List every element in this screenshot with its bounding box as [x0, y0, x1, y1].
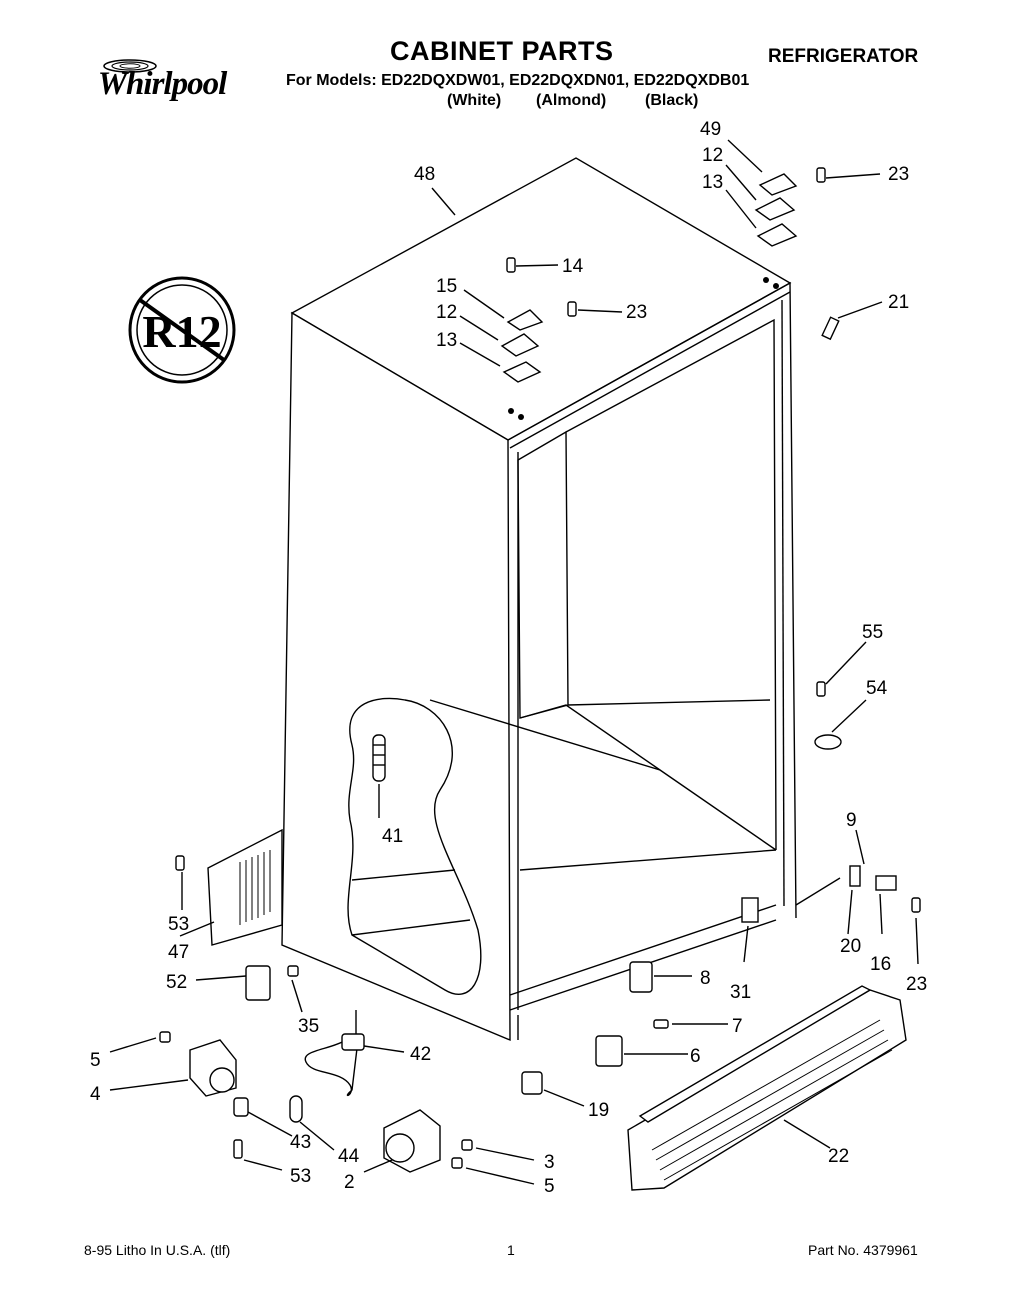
callout-44: 44: [338, 1146, 360, 1167]
callout-6: 6: [690, 1046, 701, 1067]
callout-53-left: 53: [168, 914, 189, 935]
lower-center-parts-icon: [383, 961, 669, 1173]
callout-labels: 49 12 13 23 48 14 15 12 13 23 21 55 54 4…: [90, 119, 927, 1197]
callout-52: 52: [166, 972, 187, 993]
right-bracket-parts-icon: [741, 681, 921, 923]
callout-35: 35: [298, 1016, 319, 1037]
callout-13-left: 13: [436, 330, 457, 351]
callout-43: 43: [290, 1132, 311, 1153]
whirlpool-logo: Whirlpool: [82, 58, 242, 104]
page-title: CABINET PARTS: [390, 36, 614, 66]
callout-8: 8: [700, 968, 711, 989]
callout-16: 16: [870, 954, 891, 975]
leader-lines: [109, 139, 919, 1185]
logo-swirl-icon: [103, 59, 157, 73]
callout-15: 15: [436, 276, 457, 297]
lower-left-parts-icon: [159, 855, 365, 1159]
callout-5-bottom: 5: [544, 1176, 555, 1197]
product-category: REFRIGERATOR: [768, 46, 919, 67]
brand-wordmark: Whirlpool: [97, 66, 228, 102]
callout-12-right: 12: [702, 145, 723, 166]
rear-panel-icon: [207, 828, 283, 946]
drain-tube-icon: [372, 734, 386, 782]
callout-2: 2: [344, 1172, 355, 1193]
callout-23-bottom: 23: [906, 974, 927, 995]
page-number: 1: [507, 1242, 515, 1258]
callout-20: 20: [840, 936, 861, 957]
callout-42: 42: [410, 1044, 431, 1065]
callout-53-bottom: 53: [290, 1166, 311, 1187]
upper-hinge-left-icon: [500, 257, 577, 420]
variant-white: (White): [447, 92, 502, 109]
callout-3: 3: [544, 1152, 555, 1173]
callout-21: 21: [888, 292, 909, 313]
variant-black: (Black): [645, 92, 699, 109]
variant-almond: (Almond): [536, 92, 607, 109]
models-line: For Models: ED22DQXDW01, ED22DQXDN01, ED…: [286, 72, 750, 89]
callout-49: 49: [700, 119, 721, 140]
no-r12-badge: R12: [128, 276, 236, 384]
callout-23-top: 23: [888, 164, 909, 185]
callout-22: 22: [828, 1146, 849, 1167]
upper-hinge-right-icon: [754, 167, 840, 341]
callout-5-left: 5: [90, 1050, 101, 1071]
print-info: 8-95 Litho In U.S.A. (tlf): [84, 1242, 231, 1258]
callout-47: 47: [168, 942, 189, 963]
callout-19: 19: [588, 1100, 609, 1121]
callout-23-mid: 23: [626, 302, 647, 323]
toe-grille-icon: [627, 985, 907, 1191]
callout-14: 14: [562, 256, 584, 277]
callout-4: 4: [90, 1084, 101, 1105]
callout-41: 41: [382, 826, 403, 847]
callout-48: 48: [414, 164, 435, 185]
part-number: Part No. 4379961: [808, 1242, 918, 1258]
callout-55: 55: [862, 622, 883, 643]
callout-12-left: 12: [436, 302, 457, 323]
callout-13-right: 13: [702, 172, 723, 193]
callout-54: 54: [866, 678, 888, 699]
cabinet-shell: [281, 157, 797, 1042]
callout-31: 31: [730, 982, 751, 1003]
callout-7: 7: [732, 1016, 743, 1037]
callout-9: 9: [846, 810, 857, 831]
